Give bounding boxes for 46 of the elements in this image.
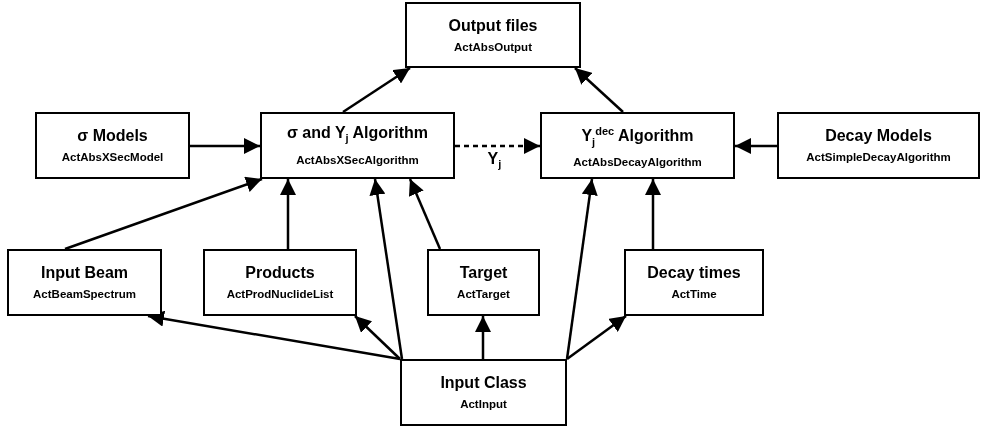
component-title: σ and Y$_{j}$ Algorithm: [286, 123, 429, 147]
component-title: Decay times: [647, 263, 741, 283]
class-name: ActAbsDecayAlgorithm: [573, 155, 702, 171]
class-name: ActAbsOutput: [454, 39, 532, 55]
edge-label: Y$_{j}$: [485, 150, 504, 171]
class-name: ActProdNuclideList: [226, 287, 334, 302]
component-title: Output files: [448, 15, 538, 36]
arrow: [354, 315, 401, 360]
component-title: Input Beam: [40, 263, 129, 283]
arrow: [645, 179, 661, 249]
arrow: [735, 138, 777, 154]
component-box: [260, 112, 455, 179]
component-box: [7, 249, 162, 316]
component-title: Decay Models: [825, 126, 932, 146]
arrow: [566, 315, 627, 360]
component-title: σ Models: [77, 126, 148, 146]
class-name: ActInput: [460, 397, 507, 412]
component-box: [203, 249, 357, 316]
arrow: [369, 178, 404, 360]
arrow: [147, 310, 401, 361]
arrow: [574, 67, 624, 113]
component-title: Y$_{j}$$^{dec}$ Algorithm: [581, 123, 694, 150]
component-title: Input Class: [440, 373, 527, 393]
component-box: [35, 112, 190, 179]
arrow: [64, 176, 263, 251]
component-title: Products: [245, 263, 315, 283]
class-name: ActTarget: [457, 287, 510, 302]
component-box: [400, 359, 567, 426]
dashed-arrow: [455, 138, 540, 154]
arrow: [280, 179, 296, 249]
class-name: ActAbsXSecModel: [61, 150, 164, 165]
component-box: [540, 112, 735, 179]
component-box: [427, 249, 540, 316]
arrow: [475, 316, 491, 359]
component-title: Target: [459, 263, 508, 283]
class-name: ActAbsXSecAlgorithm: [296, 152, 419, 168]
component-box: [405, 2, 581, 68]
arrow: [565, 178, 598, 360]
component-box: [624, 249, 764, 316]
arrow: [190, 138, 260, 154]
class-name: ActSimpleDecayAlgorithm: [806, 150, 951, 165]
class-name: ActTime: [671, 287, 717, 302]
arrow: [342, 66, 411, 114]
component-box: [777, 112, 980, 179]
arrow: [408, 178, 442, 250]
class-name: ActBeamSpectrum: [33, 287, 136, 302]
